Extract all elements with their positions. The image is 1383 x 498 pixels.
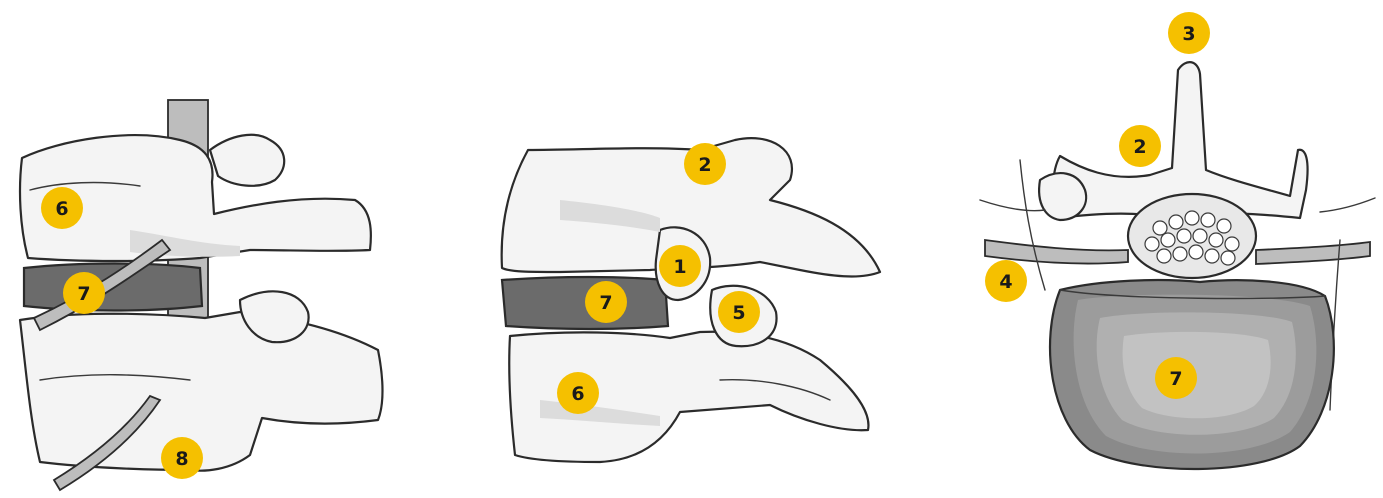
svg-text:3: 3: [1182, 23, 1195, 45]
svg-text:7: 7: [77, 283, 90, 305]
label-badge: 2: [684, 143, 726, 185]
svg-text:8: 8: [175, 448, 188, 470]
disc-illustration: [502, 277, 668, 329]
svg-text:2: 2: [698, 154, 711, 176]
label-badge: 7: [585, 281, 627, 323]
svg-text:5: 5: [732, 302, 745, 324]
lateral-view: [502, 138, 880, 462]
svg-text:2: 2: [1133, 136, 1146, 158]
label-badge: 8: [161, 437, 203, 479]
label-badge: 1: [659, 245, 701, 287]
label-badge: 6: [557, 372, 599, 414]
svg-text:6: 6: [571, 383, 584, 405]
label-badge: 6: [41, 187, 83, 229]
label-badge: 2: [1119, 125, 1161, 167]
label-badge: 3: [1168, 12, 1210, 54]
label-badge: 7: [63, 272, 105, 314]
svg-text:4: 4: [999, 271, 1012, 293]
svg-text:6: 6: [55, 198, 68, 220]
label-badge: 7: [1155, 357, 1197, 399]
axial-view: [980, 62, 1375, 469]
svg-text:7: 7: [1169, 368, 1182, 390]
svg-text:1: 1: [673, 256, 686, 278]
label-badge: 4: [985, 260, 1027, 302]
svg-text:7: 7: [599, 292, 612, 314]
lower-vertebra-illustration: [20, 312, 383, 471]
label-badge: 5: [718, 291, 760, 333]
spinal-canal-illustration: [1128, 194, 1256, 278]
